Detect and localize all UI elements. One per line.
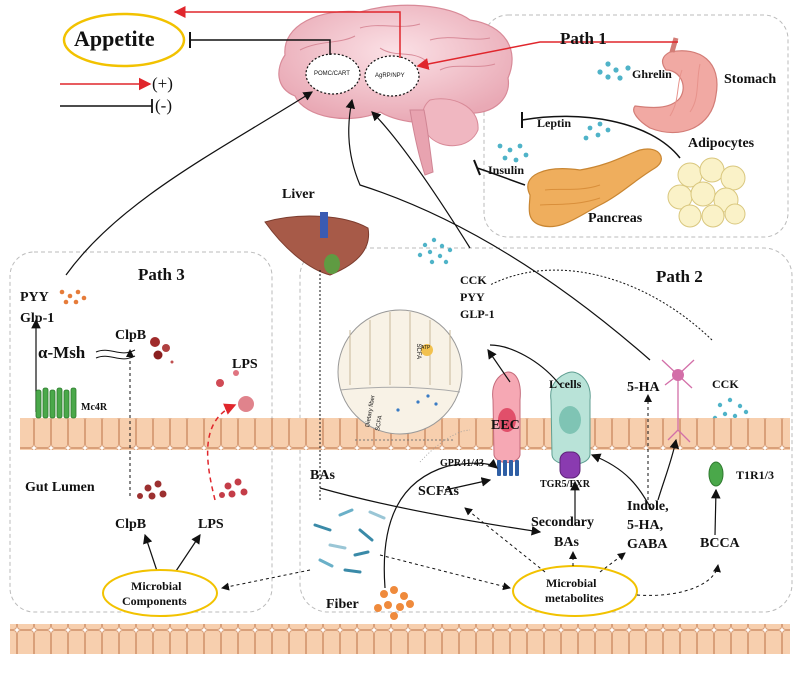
clpb-particles-bottom <box>137 480 167 500</box>
cck-dots-upper <box>417 237 453 265</box>
leptin-label: Leptin <box>537 116 572 130</box>
indole-line1: Indole, <box>627 499 669 514</box>
eec-cell <box>492 371 521 463</box>
pomc-label: POMC/CART <box>314 71 350 77</box>
secondary-bas-line2: BAs <box>554 535 579 550</box>
clpb-bottom-label: ClpB <box>115 517 147 532</box>
liver-organ <box>264 212 370 276</box>
path1-box <box>483 14 789 238</box>
lps-bottom-label: LPS <box>198 517 224 532</box>
gut-lumen-label: Gut Lumen <box>25 480 95 495</box>
secondary-bas-line1: Secondary <box>531 515 594 530</box>
fiber-dots <box>374 586 414 620</box>
pomc-neuron <box>305 53 361 95</box>
hormone-glp1: GLP-1 <box>460 307 495 321</box>
fiber-label: Fiber <box>326 597 359 612</box>
clpb-particles-top <box>150 337 174 364</box>
microbial-metabolites-ellipse <box>512 565 638 617</box>
clpb-top-label: ClpB <box>115 328 147 343</box>
adipocytes-label: Adipocytes <box>688 136 755 151</box>
l-cells-label: L cells <box>549 377 582 391</box>
mc4r-label: Mc4R <box>81 402 108 413</box>
indole-line2: 5-HA, <box>627 518 664 533</box>
insulin-label: Insulin <box>488 163 525 177</box>
tgr-receptor <box>559 451 581 479</box>
stomach-organ <box>633 50 718 134</box>
villus-magnified <box>337 309 463 435</box>
agrp-label: AgRP/NPY <box>375 73 405 79</box>
t1r-label: T1R1/3 <box>736 468 775 482</box>
bcca-label: BCCA <box>700 536 740 551</box>
tgr-label: TGR5/FXR <box>540 479 590 490</box>
mc4r-receptor <box>35 387 77 419</box>
neuron <box>661 359 695 443</box>
pyy-dots <box>59 289 87 305</box>
hormone-pyy: PYY <box>460 290 485 304</box>
microbial-components-ellipse <box>102 569 218 617</box>
path2-title: Path 2 <box>656 267 703 286</box>
path1-title: Path 1 <box>560 29 607 48</box>
scfas-label: SCFAs <box>418 484 459 499</box>
lps-particles-top <box>216 370 254 412</box>
gpr-label: GPR41/43 <box>440 458 484 469</box>
ghrelin-label: Ghrelin <box>632 67 672 81</box>
stomach-label: Stomach <box>724 72 777 87</box>
hormone-cck: CCK <box>460 273 487 287</box>
leptin-dots <box>583 121 611 141</box>
five-ha-top-label: 5-HA <box>627 380 660 395</box>
appetite-ellipse <box>62 12 186 68</box>
atp-label: ATP <box>421 345 431 351</box>
adipocytes-cluster <box>667 157 746 228</box>
lps-particles-bottom <box>219 478 248 498</box>
pyy-label: PYY <box>20 290 49 305</box>
bacteria-cluster <box>313 508 386 574</box>
pancreas-label: Pancreas <box>588 211 643 226</box>
microbial-metabolites-line2: metabolites <box>545 591 604 605</box>
eec-label: EEC <box>491 418 520 433</box>
gpr-receptor <box>497 460 519 476</box>
glp1-label: Glp-1 <box>20 311 55 326</box>
legend-minus: (-) <box>155 96 172 115</box>
t1r-receptor <box>708 461 724 487</box>
insulin-dots <box>497 143 529 163</box>
amsh-label: α-Msh <box>38 343 86 362</box>
path3-title: Path 3 <box>138 265 185 284</box>
indole-line3: GABA <box>627 537 668 552</box>
ghrelin-dots <box>597 61 631 81</box>
microbial-components-line1: Microbial <box>131 579 182 593</box>
agrp-neuron <box>364 55 420 97</box>
scfa-small-label: SCFA <box>415 343 422 360</box>
legend-plus: (+) <box>152 74 173 93</box>
lps-top-label: LPS <box>232 357 258 372</box>
appetite-label: Appetite <box>74 26 155 51</box>
pancreas-organ <box>527 148 662 228</box>
bas-label: BAs <box>310 468 335 483</box>
gut-epithelium-lower <box>10 624 790 654</box>
microbial-metabolites-line1: Microbial <box>546 576 597 590</box>
cck-right-label: CCK <box>712 377 739 391</box>
liver-label: Liver <box>282 187 315 202</box>
microbial-components-line2: Components <box>122 594 187 608</box>
